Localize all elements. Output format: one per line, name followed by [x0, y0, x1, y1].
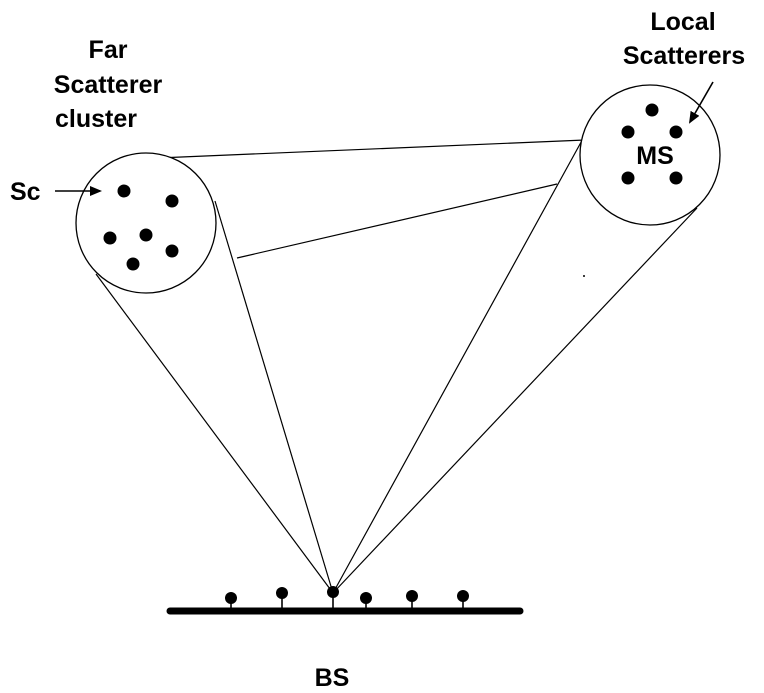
bs-antenna-element: [360, 592, 372, 611]
far-cluster-left-tangent-line: [95, 273, 334, 594]
cluster-top-link-line: [157, 139, 586, 159]
local-scatterers-label-line-1: Local: [650, 8, 715, 36]
far-scatterer-dot: [103, 231, 117, 245]
bs-label: BS: [315, 664, 350, 692]
far-scatterer-cluster-circle: [75, 152, 217, 294]
far-cluster-right-tangent-line: [214, 200, 334, 594]
local-scatterer-dot: [669, 171, 683, 185]
far-scatterer-dot: [126, 257, 140, 271]
far-scatterer-dot: [165, 244, 179, 258]
bs-antenna-element: [406, 590, 418, 611]
far-scatterer-dot: [117, 184, 131, 198]
local-scatterers-circle: [579, 84, 721, 226]
local-scatterer-dot: [621, 171, 635, 185]
local-scatterer-dot: [621, 125, 635, 139]
far-cluster-label-line-3: cluster: [55, 105, 137, 133]
ms-label: MS: [636, 142, 674, 170]
bs-antenna-element: [225, 592, 237, 611]
local-scatterer-dot: [669, 125, 683, 139]
ms-left-tangent-line: [332, 134, 586, 594]
far-cluster-label-line-1: Far: [89, 36, 128, 64]
bs-antenna-element: [276, 587, 288, 611]
local-scatterers-label-line-2: Scatterers: [623, 42, 745, 70]
ms-right-tangent-line: [332, 207, 698, 594]
local-scatterer-dot: [645, 103, 659, 117]
far-scatterer-dot: [139, 228, 153, 242]
sc-label: Sc: [10, 178, 41, 206]
far-scatterer-dot: [165, 194, 179, 208]
bs-antenna-element: [327, 586, 339, 611]
cluster-to-ms-link-line: [236, 183, 558, 259]
stray-dot: [583, 275, 585, 277]
local-scatterers-pointer-arrow: [689, 81, 714, 124]
bs-antenna-element: [457, 590, 469, 611]
far-cluster-label-line-2: Scatterer: [54, 71, 163, 99]
